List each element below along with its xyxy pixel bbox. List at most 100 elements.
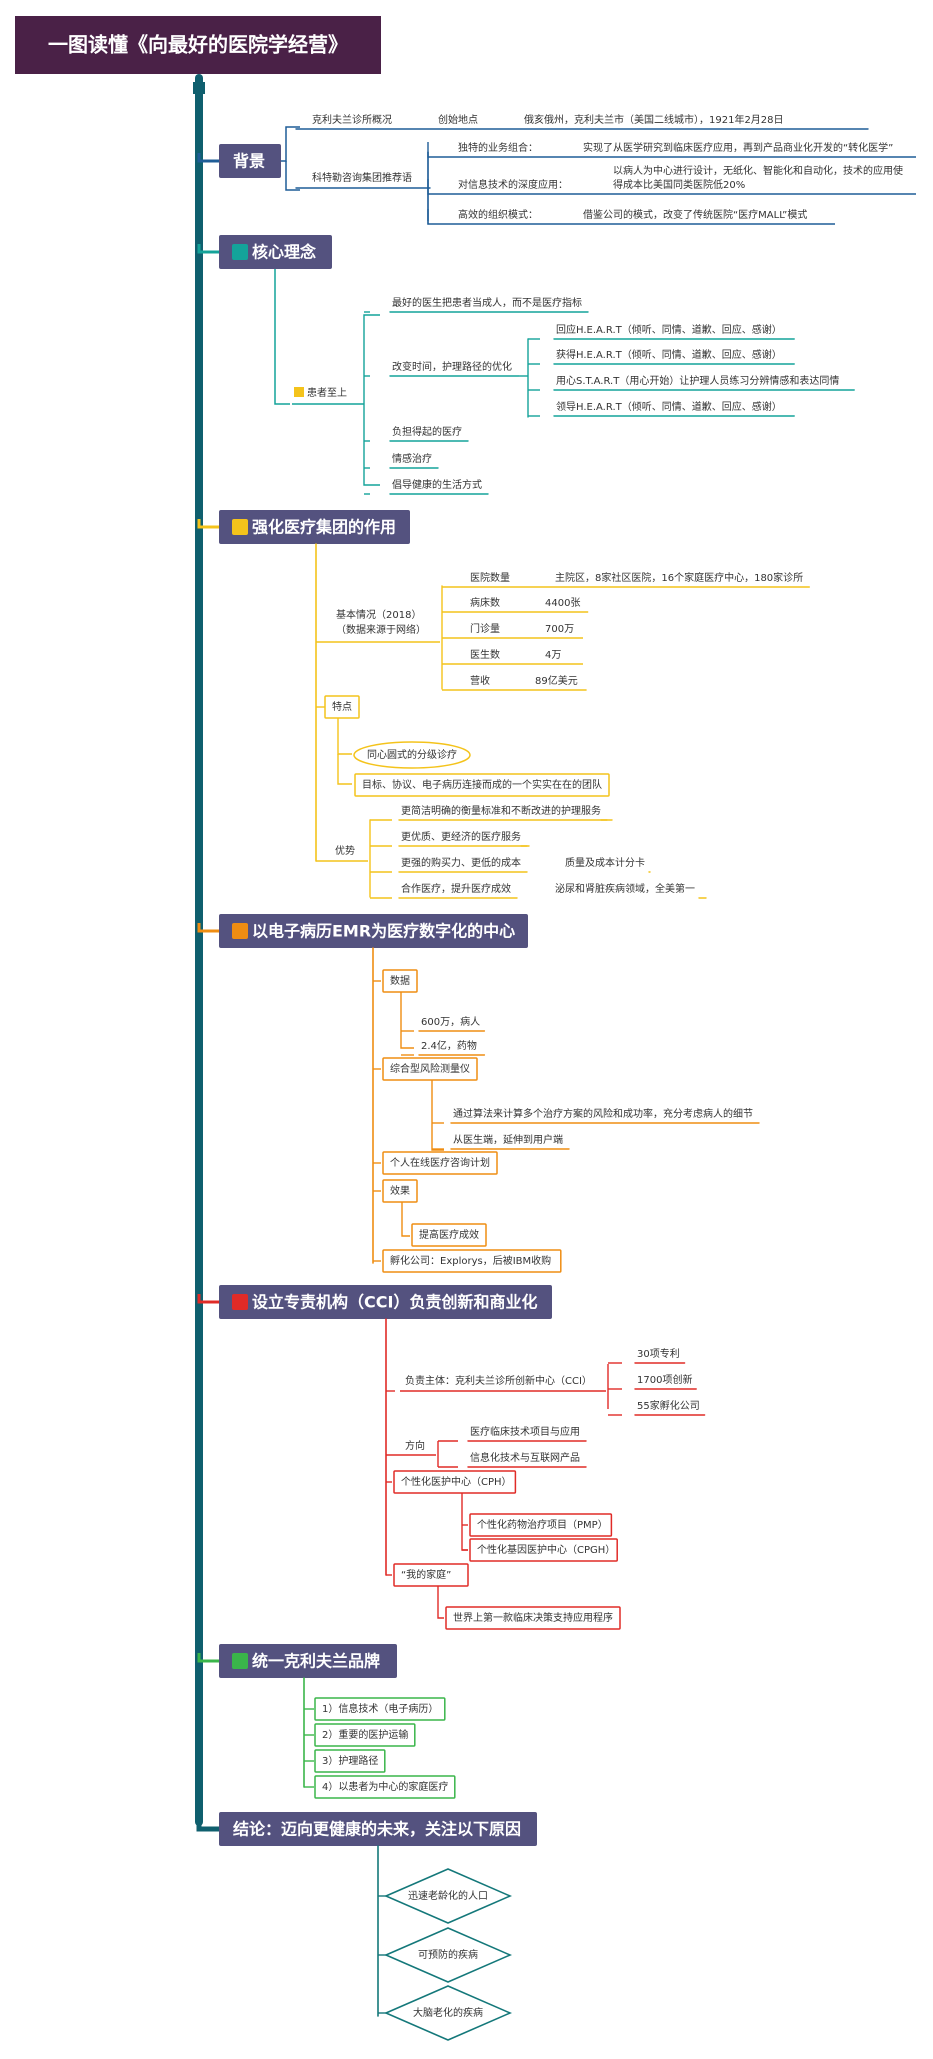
- section-conclusion-title: 结论：迈向更健康的未来，关注以下原因: [232, 1820, 521, 1839]
- section-brand[interactable]: 统一克利夫兰品牌: [219, 1644, 397, 1678]
- connector-line: [337, 718, 352, 755]
- flag-icon: [294, 387, 304, 397]
- connector-line: [281, 126, 300, 162]
- basic-row-key: 病床数: [470, 596, 500, 609]
- page-title: 一图读懂《向最好的医院学经营》: [48, 33, 348, 57]
- section-connector: [197, 244, 219, 254]
- consult-item-value: 得成本比美国同类医院低20%: [613, 178, 745, 191]
- section-connector: [197, 1294, 219, 1304]
- thumbs-up-icon: [232, 1653, 248, 1669]
- cci-cph-item: 个性化基因医护中心（CPGH）: [477, 1543, 615, 1556]
- advantage-detail: 质量及成本计分卡: [565, 856, 645, 869]
- advantage-item: 更简洁明确的衡量标准和不断改进的护理服务: [401, 804, 601, 817]
- section-group[interactable]: 强化医疗集团的作用: [219, 510, 410, 544]
- emr-online: 个人在线医疗咨询计划: [390, 1156, 490, 1169]
- feature-label: 特点: [332, 701, 352, 713]
- section-core-title: 核心理念: [252, 243, 317, 262]
- cci-direction-label: 方向: [405, 1439, 425, 1452]
- emr-effect-label: 效果: [390, 1184, 410, 1197]
- basic-row-value: 主院区，8家社区医院，16个家庭医疗中心，180家诊所: [555, 571, 803, 584]
- core-item: 情感治疗: [392, 452, 432, 465]
- core-item: 倡导健康的生活方式: [392, 478, 482, 491]
- care-item: 用心S.T.A.R.T（用心开始）让护理人员练习分辨情感和表达同情: [556, 374, 839, 387]
- consult-item-value: 以病人为中心进行设计，无纸化、智能化和自动化，技术的应用使: [613, 164, 903, 177]
- brand-item-box: [314, 1697, 446, 1721]
- dollar-icon: [232, 1294, 248, 1310]
- cci-subject-item: 30项专利: [637, 1347, 680, 1360]
- cci-cph-item-box: [469, 1513, 613, 1537]
- conclusion-diamond: [383, 1927, 513, 1983]
- cci-subject-label: 负责主体：克利夫兰诊所创新中心（CCI）: [405, 1374, 592, 1387]
- cci-family-label-box: [393, 1563, 469, 1587]
- section-emr-title: 以电子病历EMR为医疗数字化的中心: [252, 922, 515, 941]
- basic-label: 基本情况（2018）: [336, 608, 421, 621]
- section-connector: [197, 923, 219, 933]
- section-brand-bg: [219, 1644, 397, 1678]
- conclusion-item: 迅速老龄化的人口: [408, 1889, 488, 1902]
- advantage-item: 更优质、更经济的医疗服务: [401, 830, 521, 843]
- emr-data-item: 600万，病人: [421, 1015, 480, 1028]
- brand-item: 4）以患者为中心的家庭医疗: [322, 1780, 448, 1793]
- spine-cap: [193, 82, 205, 94]
- advantage-item: 合作医疗，提升医疗成效: [401, 882, 511, 895]
- feature-ellipse: [353, 741, 471, 769]
- connector-line: [461, 1493, 468, 1551]
- basic-row-value: 700万: [545, 624, 574, 635]
- emr-risk-label: 综合型风险测量仪: [390, 1062, 470, 1075]
- conclusion-item: 可预防的疾病: [418, 1948, 478, 1961]
- section-connector: [197, 1653, 219, 1663]
- consult-item-key: 高效的组织模式：: [458, 208, 538, 221]
- brand-item-box: [314, 1723, 416, 1747]
- section-conclusion[interactable]: 结论：迈向更健康的未来，关注以下原因: [219, 1812, 537, 1846]
- section-background[interactable]: 背景: [219, 144, 281, 178]
- section-connector: [196, 1812, 219, 1832]
- connector-line: [274, 269, 290, 405]
- section-background-bg: [219, 144, 281, 178]
- section-group-bg: [219, 510, 410, 544]
- main-spine: [195, 74, 203, 1826]
- advantage-label: 优势: [335, 844, 355, 857]
- section-cci[interactable]: 设立专责机构（CCI）负责创新和商业化: [219, 1285, 552, 1319]
- consult-label: 科特勒咨询集团推荐语: [312, 171, 412, 184]
- emr-effect-item: 提高医疗成效: [419, 1228, 479, 1241]
- section-conclusion-bg: [219, 1812, 537, 1846]
- section-connector: [197, 153, 219, 163]
- cci-cph-label: 个性化医护中心（CPH）: [401, 1475, 512, 1488]
- basic-row-value: 89亿美元: [535, 674, 578, 687]
- connector-line: [363, 314, 380, 404]
- brand-item: 3）护理路径: [322, 1754, 378, 1767]
- emr-data-item: 2.4亿，药物: [421, 1039, 477, 1052]
- basic-row-key: 医生数: [470, 648, 500, 661]
- basic-row-key: 门诊量: [470, 622, 500, 635]
- cci-family-item-box: [445, 1606, 621, 1630]
- feature-item: 同心圆式的分级诊疗: [367, 748, 457, 761]
- care-item: 获得H.E.A.R.T（倾听、同情、道歉、回应、感谢）: [556, 348, 782, 361]
- section-cci-title: 设立专责机构（CCI）负责创新和商业化: [252, 1293, 537, 1312]
- emr-risk-item: 从医生端，延伸到用户端: [453, 1133, 563, 1146]
- section-core[interactable]: 核心理念: [219, 235, 332, 269]
- section-emr[interactable]: 以电子病历EMR为医疗数字化的中心: [219, 914, 528, 948]
- conclusion-diamond: [383, 1985, 513, 2041]
- cci-cph-item: 个性化药物治疗项目（PMP）: [477, 1518, 608, 1531]
- brand-item-box: [314, 1775, 456, 1799]
- section-cci-bg: [219, 1285, 552, 1319]
- feature-item: 目标、协议、电子病历连接而成的一个实实在在的团队: [362, 778, 602, 791]
- consult-item-value: 实现了从医学研究到临床医疗应用，再到产品商业化开发的“转化医学”: [583, 141, 893, 154]
- connector-line: [363, 404, 380, 486]
- cci-direction-item: 信息化技术与互联网产品: [470, 1451, 580, 1464]
- feature-label-box: [324, 695, 360, 719]
- conclusion-item: 大脑老化的疾病: [413, 2006, 483, 2019]
- section-group-title: 强化医疗集团的作用: [252, 518, 396, 537]
- advantage-detail: 泌尿和肾脏疾病领域，全美第一: [555, 882, 695, 895]
- connector-line: [285, 161, 300, 191]
- brand-item: 1）信息技术（电子病历）: [322, 1702, 438, 1715]
- cci-family-item: 世界上第一款临床决策支持应用程序: [453, 1611, 613, 1624]
- cci-subject-item: 55家孵化公司: [637, 1399, 700, 1412]
- basic-row-value: 4万: [545, 650, 561, 661]
- brand-item-box: [314, 1749, 386, 1773]
- people-icon: [232, 519, 248, 535]
- core-item: 改变时间，护理路径的优化: [392, 360, 512, 373]
- cci-direction-item: 医疗临床技术项目与应用: [470, 1425, 580, 1438]
- emr-data-label-box: [382, 969, 418, 993]
